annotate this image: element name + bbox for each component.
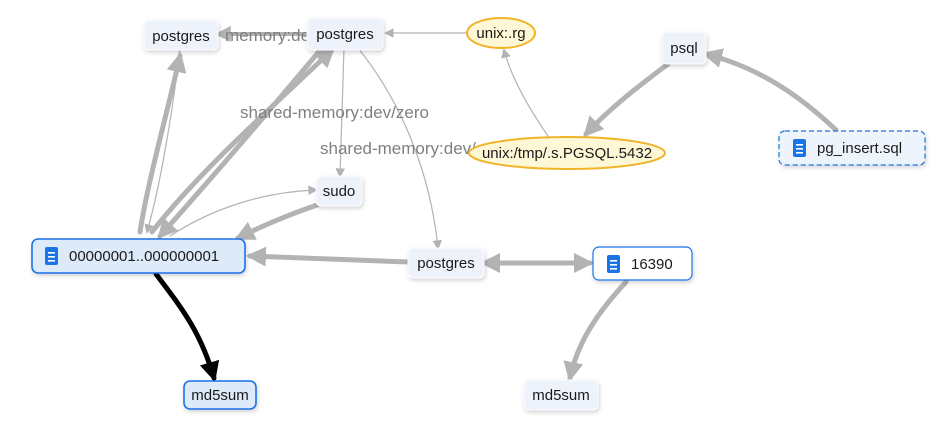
node-pg-insert-label: pg_insert.sql bbox=[817, 140, 902, 157]
edge-file-16390-md5sum-b bbox=[563, 279, 629, 382]
node-md5sum-b[interactable]: md5sum bbox=[523, 379, 599, 411]
document-icon bbox=[607, 255, 620, 273]
document-icon bbox=[45, 247, 58, 265]
edge-file-0001-postgres-c bbox=[246, 246, 411, 267]
node-unix-rg-label: unix:.rg bbox=[476, 25, 525, 42]
edge-labels: memory:de shared-memory:dev/zero shared-… bbox=[225, 26, 476, 158]
node-psql[interactable]: psql bbox=[661, 31, 707, 65]
edge-file-0001-sudo-thin bbox=[169, 185, 318, 237]
node-md5sum-a[interactable]: md5sum bbox=[183, 380, 257, 410]
edges bbox=[137, 26, 839, 382]
edge-file-0001-postgres-b bbox=[149, 47, 335, 235]
node-postgres-a[interactable]: postgres bbox=[143, 19, 219, 51]
edge-file-0001-postgres-a bbox=[137, 52, 187, 235]
edge-pg-insert-psql bbox=[702, 48, 839, 133]
node-unix-tmp-label: unix:/tmp/.s.PGSQL.5432 bbox=[482, 145, 652, 162]
node-md5sum-b-label: md5sum bbox=[532, 387, 590, 404]
edge-psql-unix-tmp bbox=[583, 61, 671, 137]
node-file-0001[interactable]: 00000001..000000001 bbox=[31, 238, 246, 274]
node-file-0001-label: 00000001..000000001 bbox=[69, 248, 219, 265]
node-postgres-c-label: postgres bbox=[417, 255, 475, 272]
node-sudo-label: sudo bbox=[323, 183, 356, 200]
edge-unix-tmp-unix-rg bbox=[501, 48, 549, 137]
node-md5sum-a-label: md5sum bbox=[191, 387, 249, 404]
node-unix-tmp[interactable]: unix:/tmp/.s.PGSQL.5432 bbox=[468, 136, 666, 170]
node-file-16390-label: 16390 bbox=[631, 256, 673, 273]
node-postgres-b[interactable]: postgres bbox=[306, 17, 384, 51]
edge-label-shm-a: memory:de bbox=[225, 26, 310, 45]
edge-sudo-file-0001 bbox=[234, 201, 323, 241]
node-sudo[interactable]: sudo bbox=[315, 175, 363, 207]
node-postgres-c[interactable]: postgres bbox=[407, 247, 485, 279]
node-postgres-b-label: postgres bbox=[316, 26, 374, 43]
node-pg-insert[interactable]: pg_insert.sql bbox=[778, 130, 926, 166]
edge-postgres-b-sudo bbox=[335, 47, 346, 178]
edge-postgres-b-postgres-c bbox=[357, 47, 442, 250]
edge-file-0001-md5sum-a bbox=[153, 271, 220, 382]
node-psql-label: psql bbox=[670, 40, 698, 57]
edge-postgres-a-file-0001-thin bbox=[144, 47, 181, 234]
node-postgres-a-label: postgres bbox=[152, 28, 210, 45]
node-file-16390[interactable]: 16390 bbox=[592, 246, 693, 281]
document-icon bbox=[793, 139, 806, 157]
edge-label-shm-b: shared-memory:dev/zero bbox=[240, 103, 429, 122]
edge-label-shm-c: shared-memory:dev/ bbox=[320, 139, 476, 158]
edge-postgres-b-file-0001 bbox=[157, 45, 325, 239]
nodes: postgres postgres unix:.rg psql unix:/tm… bbox=[31, 17, 926, 411]
node-unix-rg[interactable]: unix:.rg bbox=[466, 17, 536, 49]
